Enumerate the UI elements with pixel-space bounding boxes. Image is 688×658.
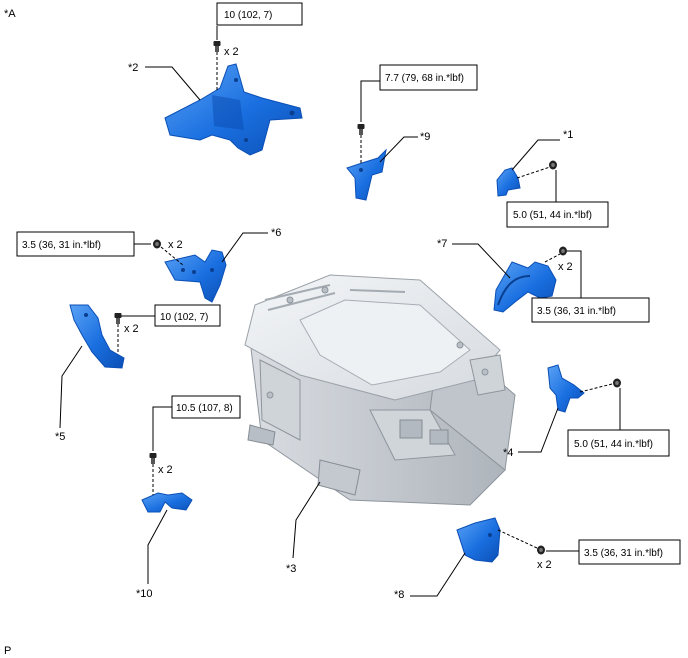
bolt-6 <box>153 239 161 249</box>
quantity-bolt-5: x 2 <box>124 323 139 335</box>
bolt-9 <box>357 124 365 135</box>
torque-value-9: 7.7 (79, 68 in.*lbf) <box>385 73 464 84</box>
torque-value-10: 10.5 (107, 8) <box>176 403 233 414</box>
quantity-bolt-2: x 2 <box>224 46 239 58</box>
torque-box-2 <box>216 2 303 26</box>
torque-value-6: 3.5 (36, 31 in.*lbf) <box>22 240 101 251</box>
torque-box-10 <box>171 395 241 419</box>
leader-torque-10 <box>152 406 172 451</box>
callout-2: *2 <box>128 62 138 74</box>
callout-10: *10 <box>136 588 153 600</box>
torque-value-1: 5.0 (51, 44 in.*lbf) <box>513 210 592 221</box>
bracket-1 <box>496 167 521 197</box>
callout-1: *1 <box>563 129 573 141</box>
torque-box-5 <box>154 304 221 327</box>
torque-value-8: 3.5 (36, 31 in.*lbf) <box>584 548 663 559</box>
leader-callout-9 <box>379 136 418 163</box>
quantity-bolt-7: x 2 <box>558 261 573 273</box>
quantity-bolt-10: x 2 <box>158 464 173 476</box>
callout-8: *8 <box>394 589 404 601</box>
leader-callout-2 <box>145 66 201 101</box>
quantity-bolt-8: x 2 <box>537 559 552 571</box>
bolt-axis-4 <box>579 383 613 393</box>
torque-box-9 <box>379 64 478 91</box>
figure-id: *A <box>4 8 16 20</box>
torque-value-5: 10 (102, 7) <box>160 312 208 323</box>
leader-torque-7 <box>567 250 582 298</box>
footer-mark: P <box>4 645 11 657</box>
torque-box-6 <box>16 231 135 257</box>
callout-7: *7 <box>437 238 447 250</box>
bracket-8 <box>456 517 501 563</box>
torque-value-7: 3.5 (36, 31 in.*lbf) <box>537 306 616 317</box>
callout-3: *3 <box>286 563 296 575</box>
torque-box-1 <box>506 201 609 228</box>
callout-9: *9 <box>420 131 430 143</box>
torque-value-4: 5.0 (51, 44 in.*lbf) <box>574 439 653 450</box>
bracket-5 <box>69 304 125 369</box>
bolt-5 <box>114 313 122 324</box>
bracket-2 <box>164 63 303 156</box>
bolt-7 <box>559 246 567 256</box>
bolt-4 <box>613 378 621 388</box>
torque-box-8 <box>578 539 681 565</box>
bolt-10 <box>149 453 157 464</box>
leader-callout-7 <box>452 243 511 279</box>
bolt-axis-8 <box>497 529 538 549</box>
leader-torque-9 <box>360 80 380 122</box>
leader-callout-1 <box>511 139 560 171</box>
bolt-2 <box>213 41 221 52</box>
inverter-housing <box>244 274 516 506</box>
bracket-4 <box>547 364 585 413</box>
torque-box-4 <box>567 429 670 457</box>
bolt-8 <box>537 545 545 555</box>
leader-callout-5 <box>59 345 83 429</box>
bolt-axis-7 <box>544 253 561 263</box>
torque-value-2: 10 (102, 7) <box>224 10 272 21</box>
bolt-1 <box>549 160 557 170</box>
callout-6: *6 <box>271 227 281 239</box>
callout-5: *5 <box>55 431 65 443</box>
quantity-bolt-6: x 2 <box>168 239 183 251</box>
callout-4: *4 <box>503 447 513 459</box>
bracket-9 <box>346 148 387 201</box>
leader-callout-6 <box>221 232 268 263</box>
leader-callout-10 <box>147 509 168 584</box>
leader-callout-4 <box>518 407 559 453</box>
bolt-axis-1 <box>516 166 551 179</box>
leader-callout-3 <box>292 481 321 559</box>
torque-box-7 <box>531 297 650 323</box>
leader-callout-8 <box>410 552 466 597</box>
bracket-10 <box>141 492 193 513</box>
